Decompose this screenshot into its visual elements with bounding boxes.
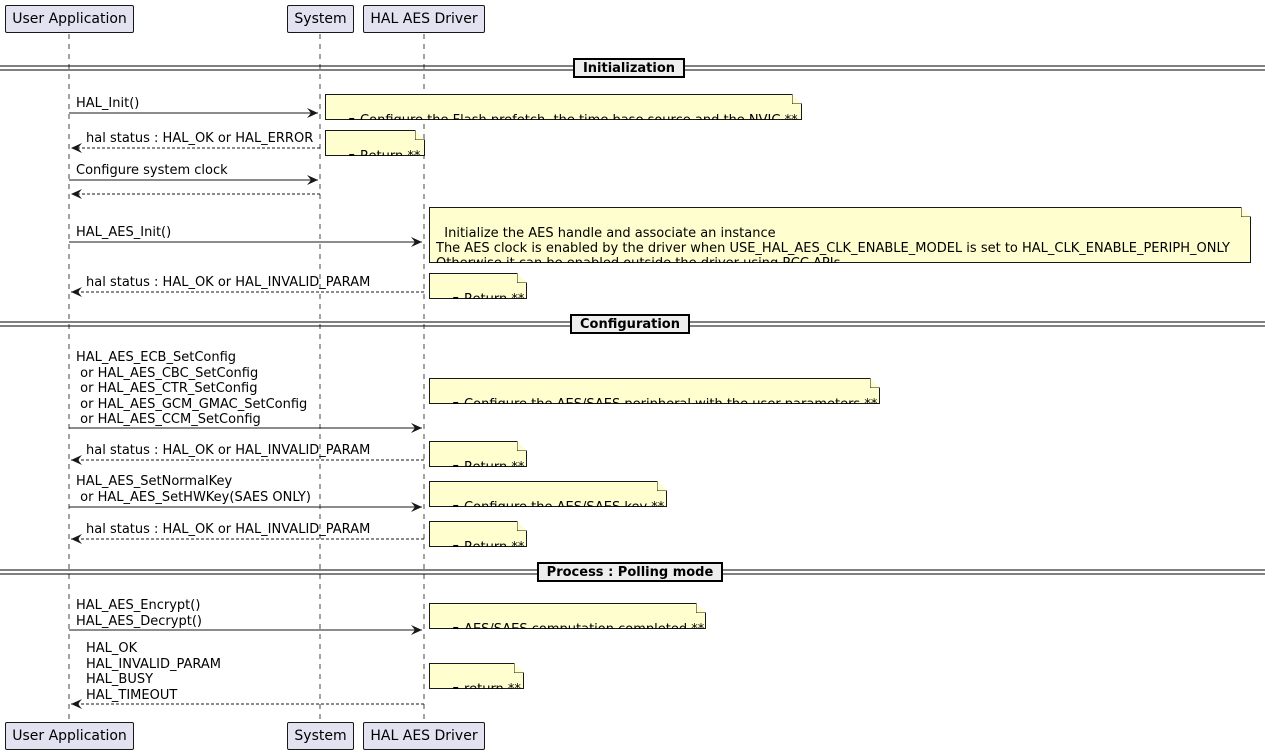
participant-system-bottom: System bbox=[287, 722, 354, 750]
note-fold-icon bbox=[514, 663, 524, 673]
label-hal-init: HAL_Init() bbox=[76, 96, 140, 111]
note-flash-prefetch: Configure the Flash prefetch, the time b… bbox=[325, 94, 802, 120]
note-computation-return: return ** bbox=[429, 663, 524, 689]
section-initialization: Initialization bbox=[573, 58, 685, 78]
note-set-key-return: Return ** bbox=[429, 521, 527, 547]
note-fold-icon bbox=[1241, 207, 1251, 217]
label-hal-init-return: hal status : HAL_OK or HAL_ERROR bbox=[86, 131, 314, 146]
label-encrypt-decrypt-return: HAL_OK HAL_INVALID_PARAM HAL_BUSY HAL_TI… bbox=[86, 641, 222, 703]
participant-user-application-bottom: User Application bbox=[5, 722, 134, 750]
participant-hal-aes-driver-top: HAL AES Driver bbox=[363, 5, 485, 33]
note-fold-icon bbox=[696, 603, 706, 613]
note-fold-icon bbox=[517, 441, 527, 451]
section-configuration: Configuration bbox=[570, 314, 690, 334]
note-set-config-return: Return ** bbox=[429, 441, 527, 467]
note-fold-icon bbox=[870, 378, 880, 388]
label-set-config-return: hal status : HAL_OK or HAL_INVALID_PARAM bbox=[86, 443, 371, 458]
note-aes-init: Initialize the AES handle and associate … bbox=[429, 207, 1251, 263]
participant-system-top: System bbox=[287, 5, 354, 33]
section-process: Process : Polling mode bbox=[537, 562, 723, 582]
label-configure-clock: Configure system clock bbox=[76, 163, 228, 178]
participant-user-application-top: User Application bbox=[5, 5, 134, 33]
note-fold-icon bbox=[415, 130, 425, 140]
note-fold-icon bbox=[517, 273, 527, 283]
label-set-key: HAL_AES_SetNormalKey or HAL_AES_SetHWKey… bbox=[76, 474, 311, 505]
label-set-key-return: hal status : HAL_OK or HAL_INVALID_PARAM bbox=[86, 522, 371, 537]
note-fold-icon bbox=[657, 481, 667, 491]
label-aes-init: HAL_AES_Init() bbox=[76, 225, 172, 240]
note-init-return: Return ** bbox=[325, 130, 425, 156]
note-computation-completed: AES/SAES computation completed ** bbox=[429, 603, 706, 629]
note-aes-init-return: Return ** bbox=[429, 273, 527, 299]
note-fold-icon bbox=[517, 521, 527, 531]
note-set-config: Configure the AES/SAES peripheral with t… bbox=[429, 378, 880, 404]
label-encrypt-decrypt: HAL_AES_Encrypt() HAL_AES_Decrypt() bbox=[76, 598, 202, 629]
label-set-config: HAL_AES_ECB_SetConfig or HAL_AES_CBC_Set… bbox=[76, 350, 308, 427]
note-set-key: Configure the AES/SAES key ** bbox=[429, 481, 667, 507]
label-aes-init-return: hal status : HAL_OK or HAL_INVALID_PARAM bbox=[86, 275, 371, 290]
note-fold-icon bbox=[792, 94, 802, 104]
participant-hal-aes-driver-bottom: HAL AES Driver bbox=[363, 722, 485, 750]
